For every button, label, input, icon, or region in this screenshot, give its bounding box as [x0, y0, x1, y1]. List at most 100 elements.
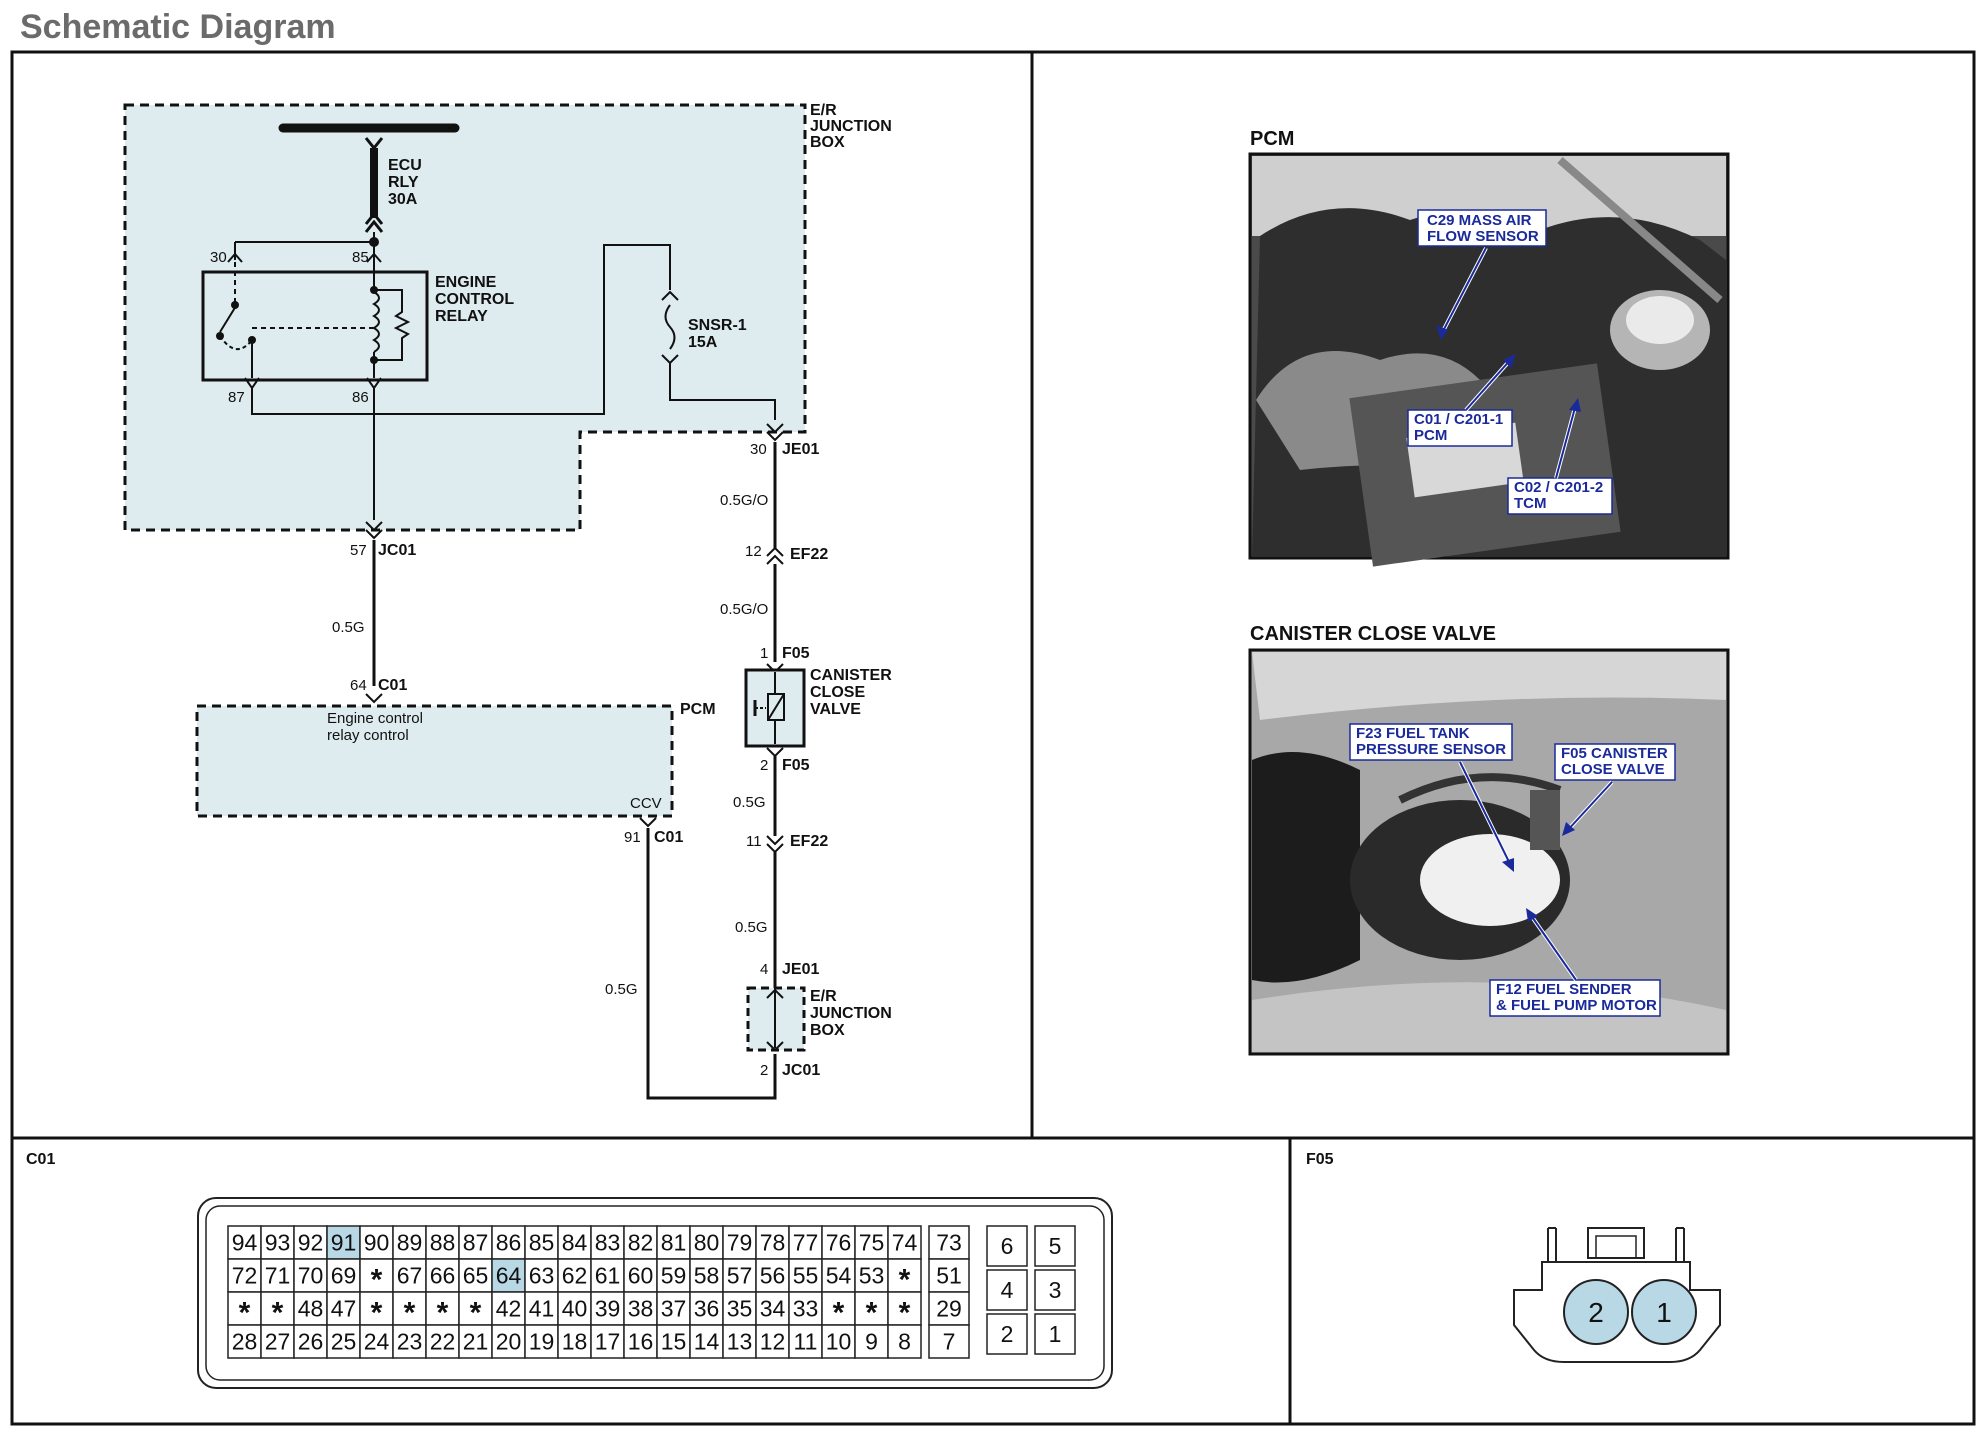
c01-pin-blank: *	[899, 1297, 911, 1330]
c01-pin-blank: *	[404, 1297, 416, 1330]
c01-connector-title: C01	[26, 1151, 55, 1168]
c01-pin-blank-cell	[887, 1291, 922, 1326]
c01-pin-16-cell	[623, 1324, 658, 1359]
c01-pin-82-cell	[623, 1225, 658, 1260]
svg-text:TCM: TCM	[1514, 495, 1547, 512]
c01-pin-47: 47	[331, 1296, 357, 1322]
c01-pin-11: 11	[794, 1329, 818, 1355]
c01-pin-75: 75	[859, 1230, 885, 1256]
c01-pin-blank: *	[239, 1297, 251, 1330]
c01-pin-29-cell	[928, 1291, 970, 1326]
c01-pin-56: 56	[760, 1263, 786, 1289]
ef22-bottom-name: EF22	[790, 833, 828, 850]
c01-pin-7: 7	[943, 1329, 956, 1355]
c01-pin-20: 20	[496, 1329, 522, 1355]
svg-text:JUNCTION: JUNCTION	[810, 1005, 892, 1022]
c01-pin-42: 42	[496, 1296, 522, 1322]
c01-pin-5: 5	[1049, 1233, 1062, 1259]
c01-pin-33-cell	[788, 1291, 823, 1326]
valve-photo-callouts: F23 FUEL TANK PRESSURE SENSOR F05 CANIST…	[1349, 723, 1676, 1017]
page-title: Schematic Diagram	[20, 8, 336, 46]
c01-pin-74: 74	[892, 1230, 918, 1256]
c01-pin-8: 8	[898, 1329, 911, 1355]
c01-pin-blank: *	[437, 1297, 449, 1330]
relay-pin-30: 30	[210, 249, 227, 266]
f05-bottom-name: F05	[782, 757, 810, 774]
svg-text:Engine control: Engine control	[327, 710, 423, 727]
c01-pin-91: 91	[331, 1230, 357, 1256]
pcm-label: PCM	[680, 701, 716, 718]
svg-text:F05 CANISTER: F05 CANISTER	[1561, 745, 1668, 762]
f05-top-pin: 1	[760, 645, 768, 662]
c01-pin-28-cell	[227, 1324, 262, 1359]
wire-05go-b-label: 0.5G/O	[720, 601, 768, 618]
svg-text:1: 1	[1656, 1297, 1672, 1328]
junction-box-2-internal	[766, 988, 784, 1052]
junction-box-2-label: E/R JUNCTION BOX	[810, 988, 892, 1039]
svg-text:E/R: E/R	[810, 988, 837, 1005]
c01-pin-11-cell	[788, 1324, 823, 1359]
c01-pin-90: 90	[364, 1230, 390, 1256]
f05-bottom-pin: 2	[760, 757, 768, 774]
c01-pin-80: 80	[694, 1230, 720, 1256]
c01-pin-79: 79	[727, 1230, 753, 1256]
c01-pin-76-cell	[821, 1225, 856, 1260]
f05-top-name: F05	[782, 645, 810, 662]
c01-pin-65: 65	[463, 1263, 489, 1289]
pcm-function-text: Engine control relay control	[327, 710, 423, 744]
svg-text:C01 / C201-1: C01 / C201-1	[1414, 411, 1503, 428]
c01-pin-19-cell	[524, 1324, 559, 1359]
c01-pin-24: 24	[364, 1329, 390, 1355]
c01-pin-1-cell	[1034, 1313, 1076, 1355]
c01-pin-3-cell	[1034, 1269, 1076, 1311]
relay-pin-85: 85	[352, 249, 369, 266]
c01-pin-57-cell	[722, 1258, 757, 1293]
c01-pin-blank: *	[272, 1297, 284, 1330]
c01-bottom-pin: 91	[624, 829, 641, 846]
c01-pin-55: 55	[793, 1263, 819, 1289]
c01-pin-74-cell	[887, 1225, 922, 1260]
je01-top-pin: 30	[750, 441, 767, 458]
c01-pin-4: 4	[1001, 1277, 1014, 1303]
snsr-fuse-label: SNSR-1 15A	[688, 317, 747, 351]
c01-pin-91-cell	[326, 1225, 361, 1260]
c01-pin-28: 28	[232, 1329, 258, 1355]
ef22-bottom-pin: 11	[746, 833, 762, 850]
f05-pin-2: 2	[1563, 1279, 1629, 1345]
engine-control-relay	[201, 270, 429, 382]
c01-top-pin: 64	[350, 677, 367, 694]
c01-pin-14: 14	[694, 1329, 720, 1355]
c01-pin-17-cell	[590, 1324, 625, 1359]
outer-frame	[10, 50, 1976, 1426]
c01-pin-84: 84	[562, 1230, 588, 1256]
svg-text:ENGINE: ENGINE	[435, 274, 497, 291]
f05-connector-title: F05	[1306, 1151, 1334, 1168]
c01-pin-83: 83	[595, 1230, 621, 1256]
svg-text:VALVE: VALVE	[810, 701, 861, 718]
c01-pin-63-cell	[524, 1258, 559, 1293]
c01-pin-54-cell	[821, 1258, 856, 1293]
svg-text:BOX: BOX	[810, 134, 845, 151]
c01-pin-18: 18	[562, 1329, 588, 1355]
c01-pin-9: 9	[865, 1329, 878, 1355]
c01-pin-87: 87	[463, 1230, 489, 1256]
c01-pin-blank-cell	[260, 1291, 295, 1326]
c01-bottom-name: C01	[654, 829, 683, 846]
c01-pin-70: 70	[298, 1263, 324, 1289]
c01-pin-72: 72	[232, 1263, 258, 1289]
c01-pin-5-cell	[1034, 1225, 1076, 1267]
jc01-top-name: JC01	[378, 542, 416, 559]
jc01-top-pin: 57	[350, 542, 367, 559]
c01-connector-inner	[205, 1205, 1105, 1381]
c01-pin-67: 67	[397, 1263, 423, 1289]
c01-pin-60: 60	[628, 1263, 654, 1289]
c01-pin-3: 3	[1049, 1277, 1062, 1303]
c01-pin-86: 86	[496, 1230, 522, 1256]
c01-pin-61: 61	[595, 1263, 621, 1289]
svg-text:RELAY: RELAY	[435, 308, 488, 325]
c01-pin-38-cell	[623, 1291, 658, 1326]
c01-pin-92: 92	[298, 1230, 324, 1256]
c01-pin-69: 69	[331, 1263, 357, 1289]
c01-pin-62-cell	[557, 1258, 592, 1293]
